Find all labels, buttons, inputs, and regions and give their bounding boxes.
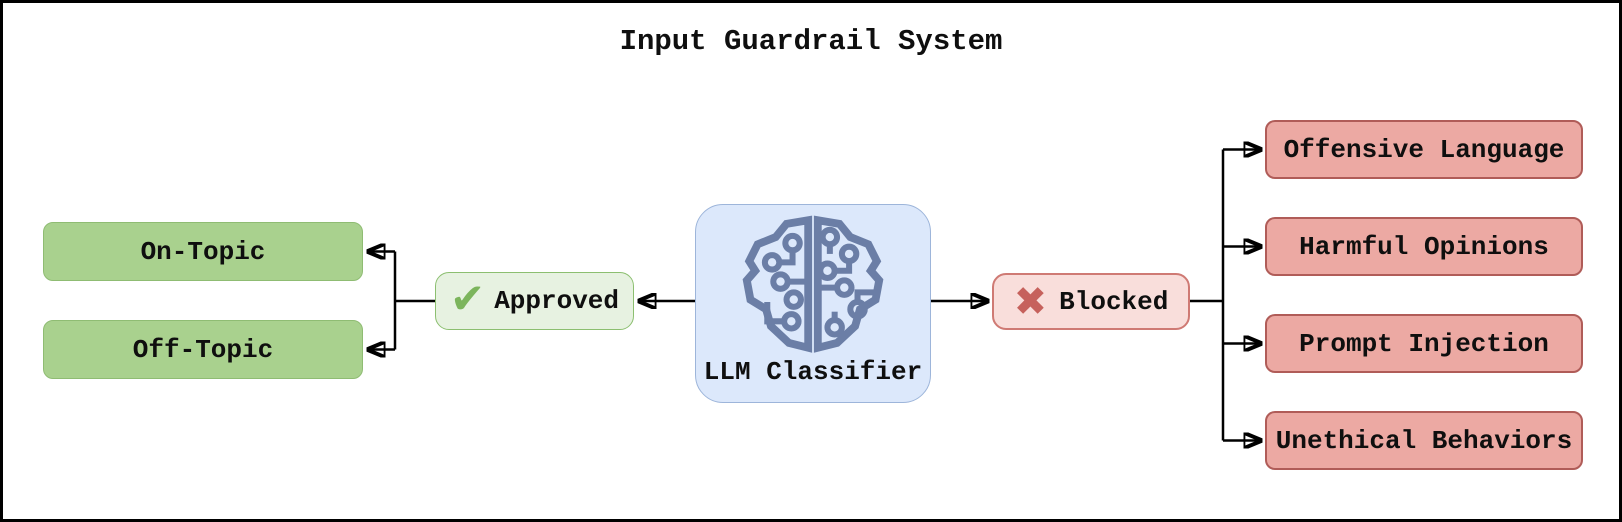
node-on-topic: On-Topic xyxy=(43,222,363,281)
unethical-behaviors-label: Unethical Behaviors xyxy=(1275,425,1573,456)
off-topic-label: Off-Topic xyxy=(132,334,274,365)
on-topic-label: On-Topic xyxy=(140,236,266,267)
node-off-topic: Off-Topic xyxy=(43,320,363,379)
node-unethical-behaviors: Unethical Behaviors xyxy=(1265,411,1583,470)
approved-label: Approved xyxy=(494,286,620,316)
node-prompt-injection: Prompt Injection xyxy=(1265,314,1583,373)
blocked-label: Blocked xyxy=(1059,286,1169,317)
node-approved: ✔ Approved xyxy=(435,272,634,330)
checkmark-icon: ✔ xyxy=(449,274,486,323)
node-llm-classifier: LLM Classifier xyxy=(695,204,931,403)
page-title: Input Guardrail System xyxy=(619,25,1003,58)
node-harmful-opinions: Harmful Opinions xyxy=(1265,217,1583,276)
offensive-language-label: Offensive Language xyxy=(1283,134,1565,165)
classifier-label: LLM Classifier xyxy=(703,357,923,387)
harmful-opinions-label: Harmful Opinions xyxy=(1299,231,1549,262)
node-offensive-language: Offensive Language xyxy=(1265,120,1583,179)
connector-lines xyxy=(3,3,1622,522)
node-blocked: ✖ Blocked xyxy=(992,273,1190,330)
prompt-injection-label: Prompt Injection xyxy=(1299,328,1549,359)
brain-circuit-icon xyxy=(742,215,884,353)
x-icon: ✖ xyxy=(1013,278,1048,325)
